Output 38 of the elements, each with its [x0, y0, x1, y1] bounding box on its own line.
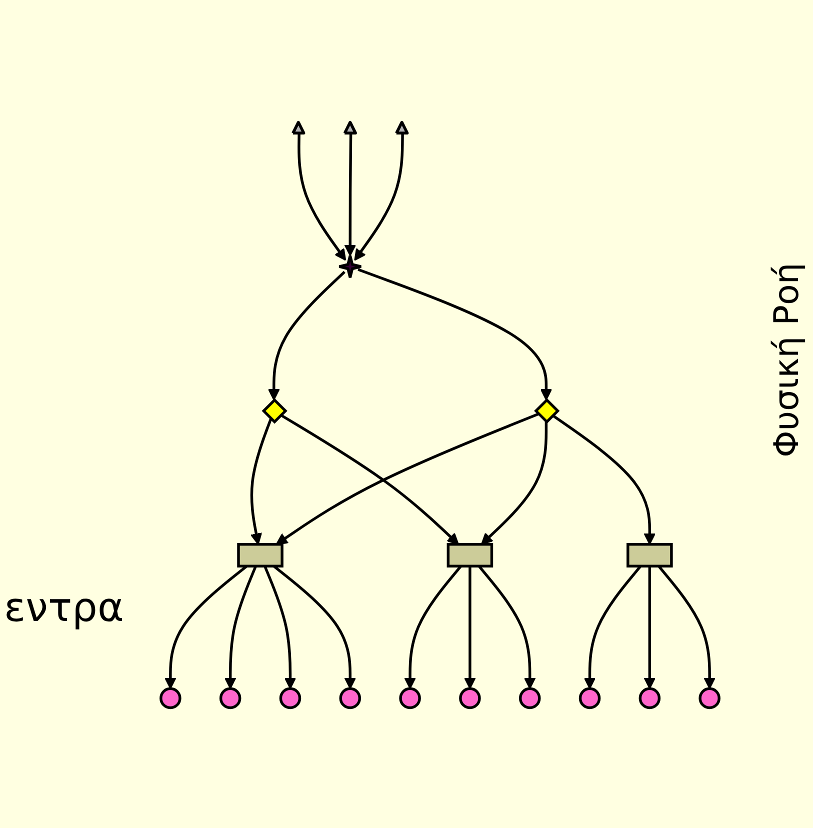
node-box: [237, 542, 284, 568]
arrow: [552, 414, 656, 545]
node-circle: [160, 687, 182, 710]
node-circle: [339, 687, 362, 710]
node-circle: [638, 687, 661, 710]
node-circle: [698, 687, 720, 710]
arrow: [344, 134, 356, 256]
arrow: [480, 422, 548, 545]
arrow: [164, 565, 248, 690]
arrow: [584, 565, 642, 690]
node-diamond: [262, 398, 288, 424]
arrow: [276, 412, 539, 545]
arrow: [658, 565, 716, 690]
arrow: [268, 270, 346, 401]
arrow: [250, 418, 272, 545]
node-circle: [399, 687, 421, 710]
arrow: [464, 566, 476, 690]
node-circle: [518, 687, 541, 710]
node-circle: [219, 687, 242, 710]
arrow: [273, 565, 356, 690]
side-label: εντρα: [4, 585, 124, 631]
arrow: [224, 566, 258, 690]
node-box: [626, 542, 673, 568]
arrow: [404, 565, 462, 690]
arrow: [298, 134, 346, 261]
arrow: [264, 566, 296, 690]
node-circle: [279, 687, 302, 710]
node-box: [446, 542, 494, 568]
node-star: [338, 254, 362, 279]
arrow: [358, 268, 552, 401]
node-circle: [578, 687, 601, 710]
node-circle: [459, 687, 481, 710]
arrow: [478, 565, 536, 690]
arrow: [644, 566, 656, 690]
arrow: [354, 134, 404, 261]
node-diamond: [534, 398, 560, 424]
vertical-label: Φυσική Ροή: [767, 262, 807, 458]
arrow: [280, 414, 459, 545]
